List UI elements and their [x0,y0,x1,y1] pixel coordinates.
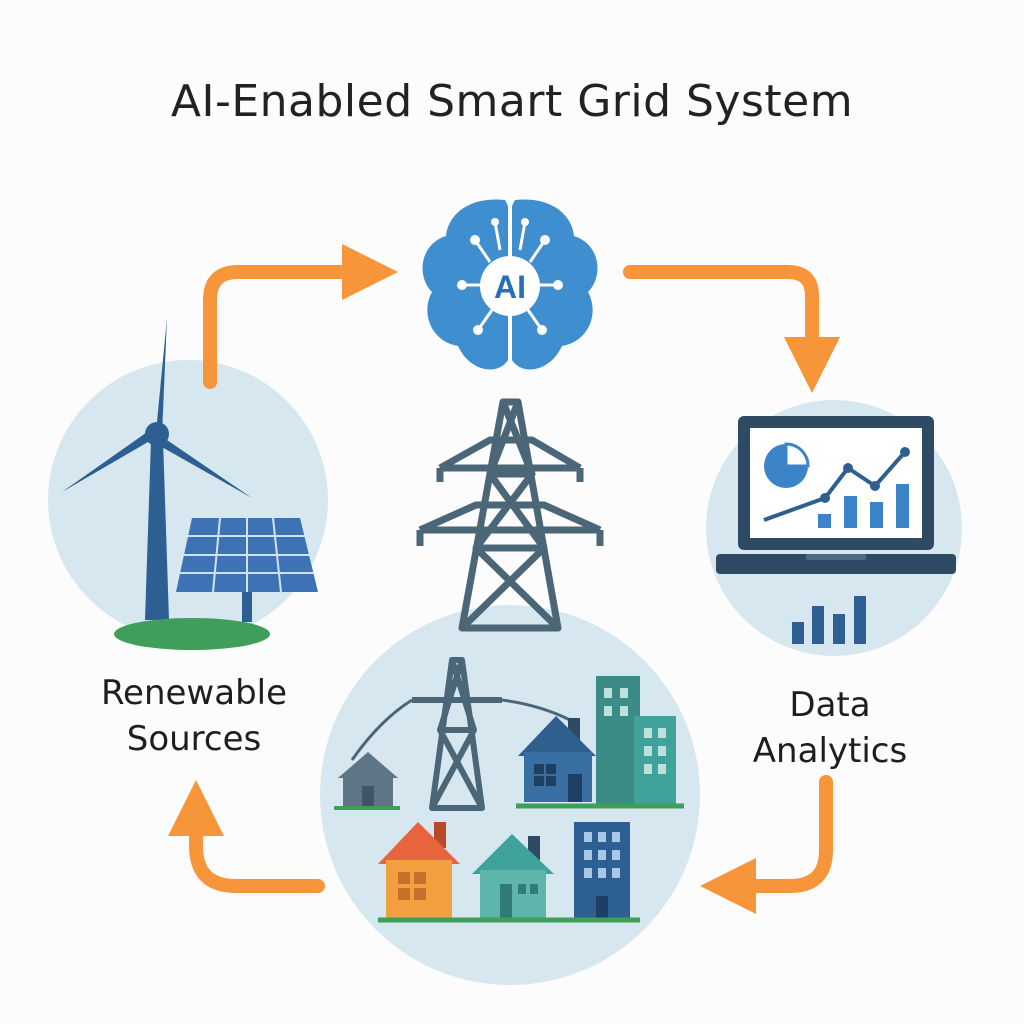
renewable-sources-label: Renewable Sources [78,670,310,762]
arrow-analytics-to-city [700,775,833,914]
data-analytics-label: Data Analytics [730,682,930,774]
wind-turbine-icon [62,318,252,620]
renewable-circle [48,360,328,640]
arrow-city-to-renewable [168,780,325,893]
bar-chart-icon [792,596,866,644]
arrow-renewable-to-ai [203,244,398,389]
ai-badge-circle [480,256,540,316]
transmission-tower-icon [416,398,604,632]
arrow-ai-to-analytics [623,265,840,393]
flow-arrows [168,244,840,914]
data-analytics-line2: Analytics [752,731,908,771]
brain-ai-icon: AI [422,199,598,370]
renewable-sources-line2: Sources [126,719,262,759]
grass-mound [114,618,270,650]
renewable-sources-line1: Renewable [100,673,288,713]
solar-panel-icon [176,517,318,622]
ai-badge: AI [494,269,526,305]
page-title: AI-Enabled Smart Grid System [170,76,854,127]
city-grid-icon [334,657,684,923]
data-analytics-line1: Data [789,685,871,725]
laptop-chart-icon [716,416,956,574]
